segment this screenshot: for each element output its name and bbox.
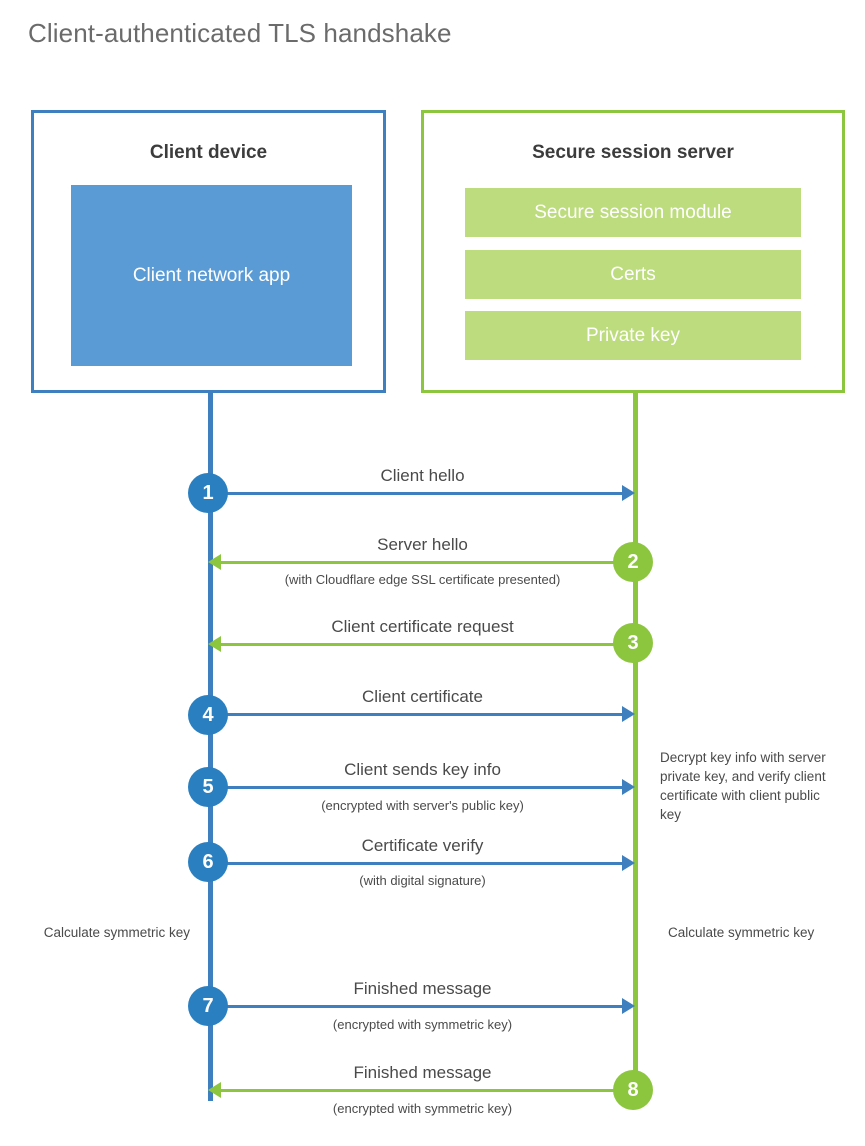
step-3-label: Client certificate request <box>331 617 514 636</box>
step-6-label: Certificate verify <box>361 836 484 855</box>
page-title: Client-authenticated TLS handshake <box>28 18 452 48</box>
step-4-marker: 4 <box>188 695 228 735</box>
step-5-arrow-head-icon <box>622 779 635 795</box>
step-3-arrow-line <box>221 643 635 646</box>
step-7-arrow-line <box>210 1005 624 1008</box>
step-6-sublabel: (with digital signature) <box>359 873 486 888</box>
server-component-secure-session-module: Secure session module <box>465 188 801 237</box>
step-7-arrow-head-icon <box>622 998 635 1014</box>
step-8-marker: 8 <box>613 1070 653 1110</box>
step-2-label: Server hello <box>377 535 468 554</box>
client-device-box: Client device Client network app <box>31 110 386 393</box>
client-device-title: Client device <box>149 142 268 163</box>
step-7-marker: 7 <box>188 986 228 1026</box>
step-7-label: Finished message <box>353 979 492 998</box>
secure-session-server-box: Secure session server Secure session mod… <box>421 110 845 393</box>
step-6-arrow-line <box>210 862 624 865</box>
step-2-arrow-head-icon <box>208 554 221 570</box>
step-7-sublabel: (encrypted with symmetric key) <box>332 1017 513 1032</box>
server-lifeline <box>633 391 638 1093</box>
step-4-label: Client certificate <box>362 687 483 706</box>
server-calculate-symmetric-key-note: Calculate symmetric key <box>668 925 815 940</box>
server-component-private-key: Private key <box>465 311 801 360</box>
step-5-label: Client sends key info <box>344 760 501 779</box>
client-network-app-block: Client network app <box>71 185 352 366</box>
client-calculate-symmetric-key-note: Calculate symmetric key <box>43 925 190 940</box>
step-3-marker: 3 <box>613 623 653 663</box>
step-5-marker: 5 <box>188 767 228 807</box>
step-6-marker: 6 <box>188 842 228 882</box>
step-2-marker: 2 <box>613 542 653 582</box>
server-component-certs: Certs <box>465 250 801 299</box>
step-2-arrow-line <box>221 561 635 564</box>
step-8-sublabel: (encrypted with symmetric key) <box>332 1101 513 1116</box>
step-6-arrow-head-icon <box>622 855 635 871</box>
step-4-arrow-head-icon <box>622 706 635 722</box>
step-5-sublabel: (encrypted with server's public key) <box>321 798 524 813</box>
step-1-arrow-head-icon <box>622 485 635 501</box>
secure-session-server-title: Secure session server <box>532 142 734 163</box>
step-1-label: Client hello <box>380 466 465 485</box>
server-decrypt-note: Decrypt key info with server private key… <box>660 750 826 823</box>
step-8-label: Finished message <box>353 1063 492 1082</box>
step-5-arrow-line <box>210 786 624 789</box>
step-2-sublabel: (with Cloudflare edge SSL certificate pr… <box>284 572 561 587</box>
step-8-arrow-line <box>221 1089 635 1092</box>
step-3-arrow-head-icon <box>208 636 221 652</box>
step-4-arrow-line <box>210 713 624 716</box>
step-1-marker: 1 <box>188 473 228 513</box>
client-lifeline <box>208 391 213 1101</box>
step-1-arrow-line <box>210 492 624 495</box>
step-8-arrow-head-icon <box>208 1082 221 1098</box>
